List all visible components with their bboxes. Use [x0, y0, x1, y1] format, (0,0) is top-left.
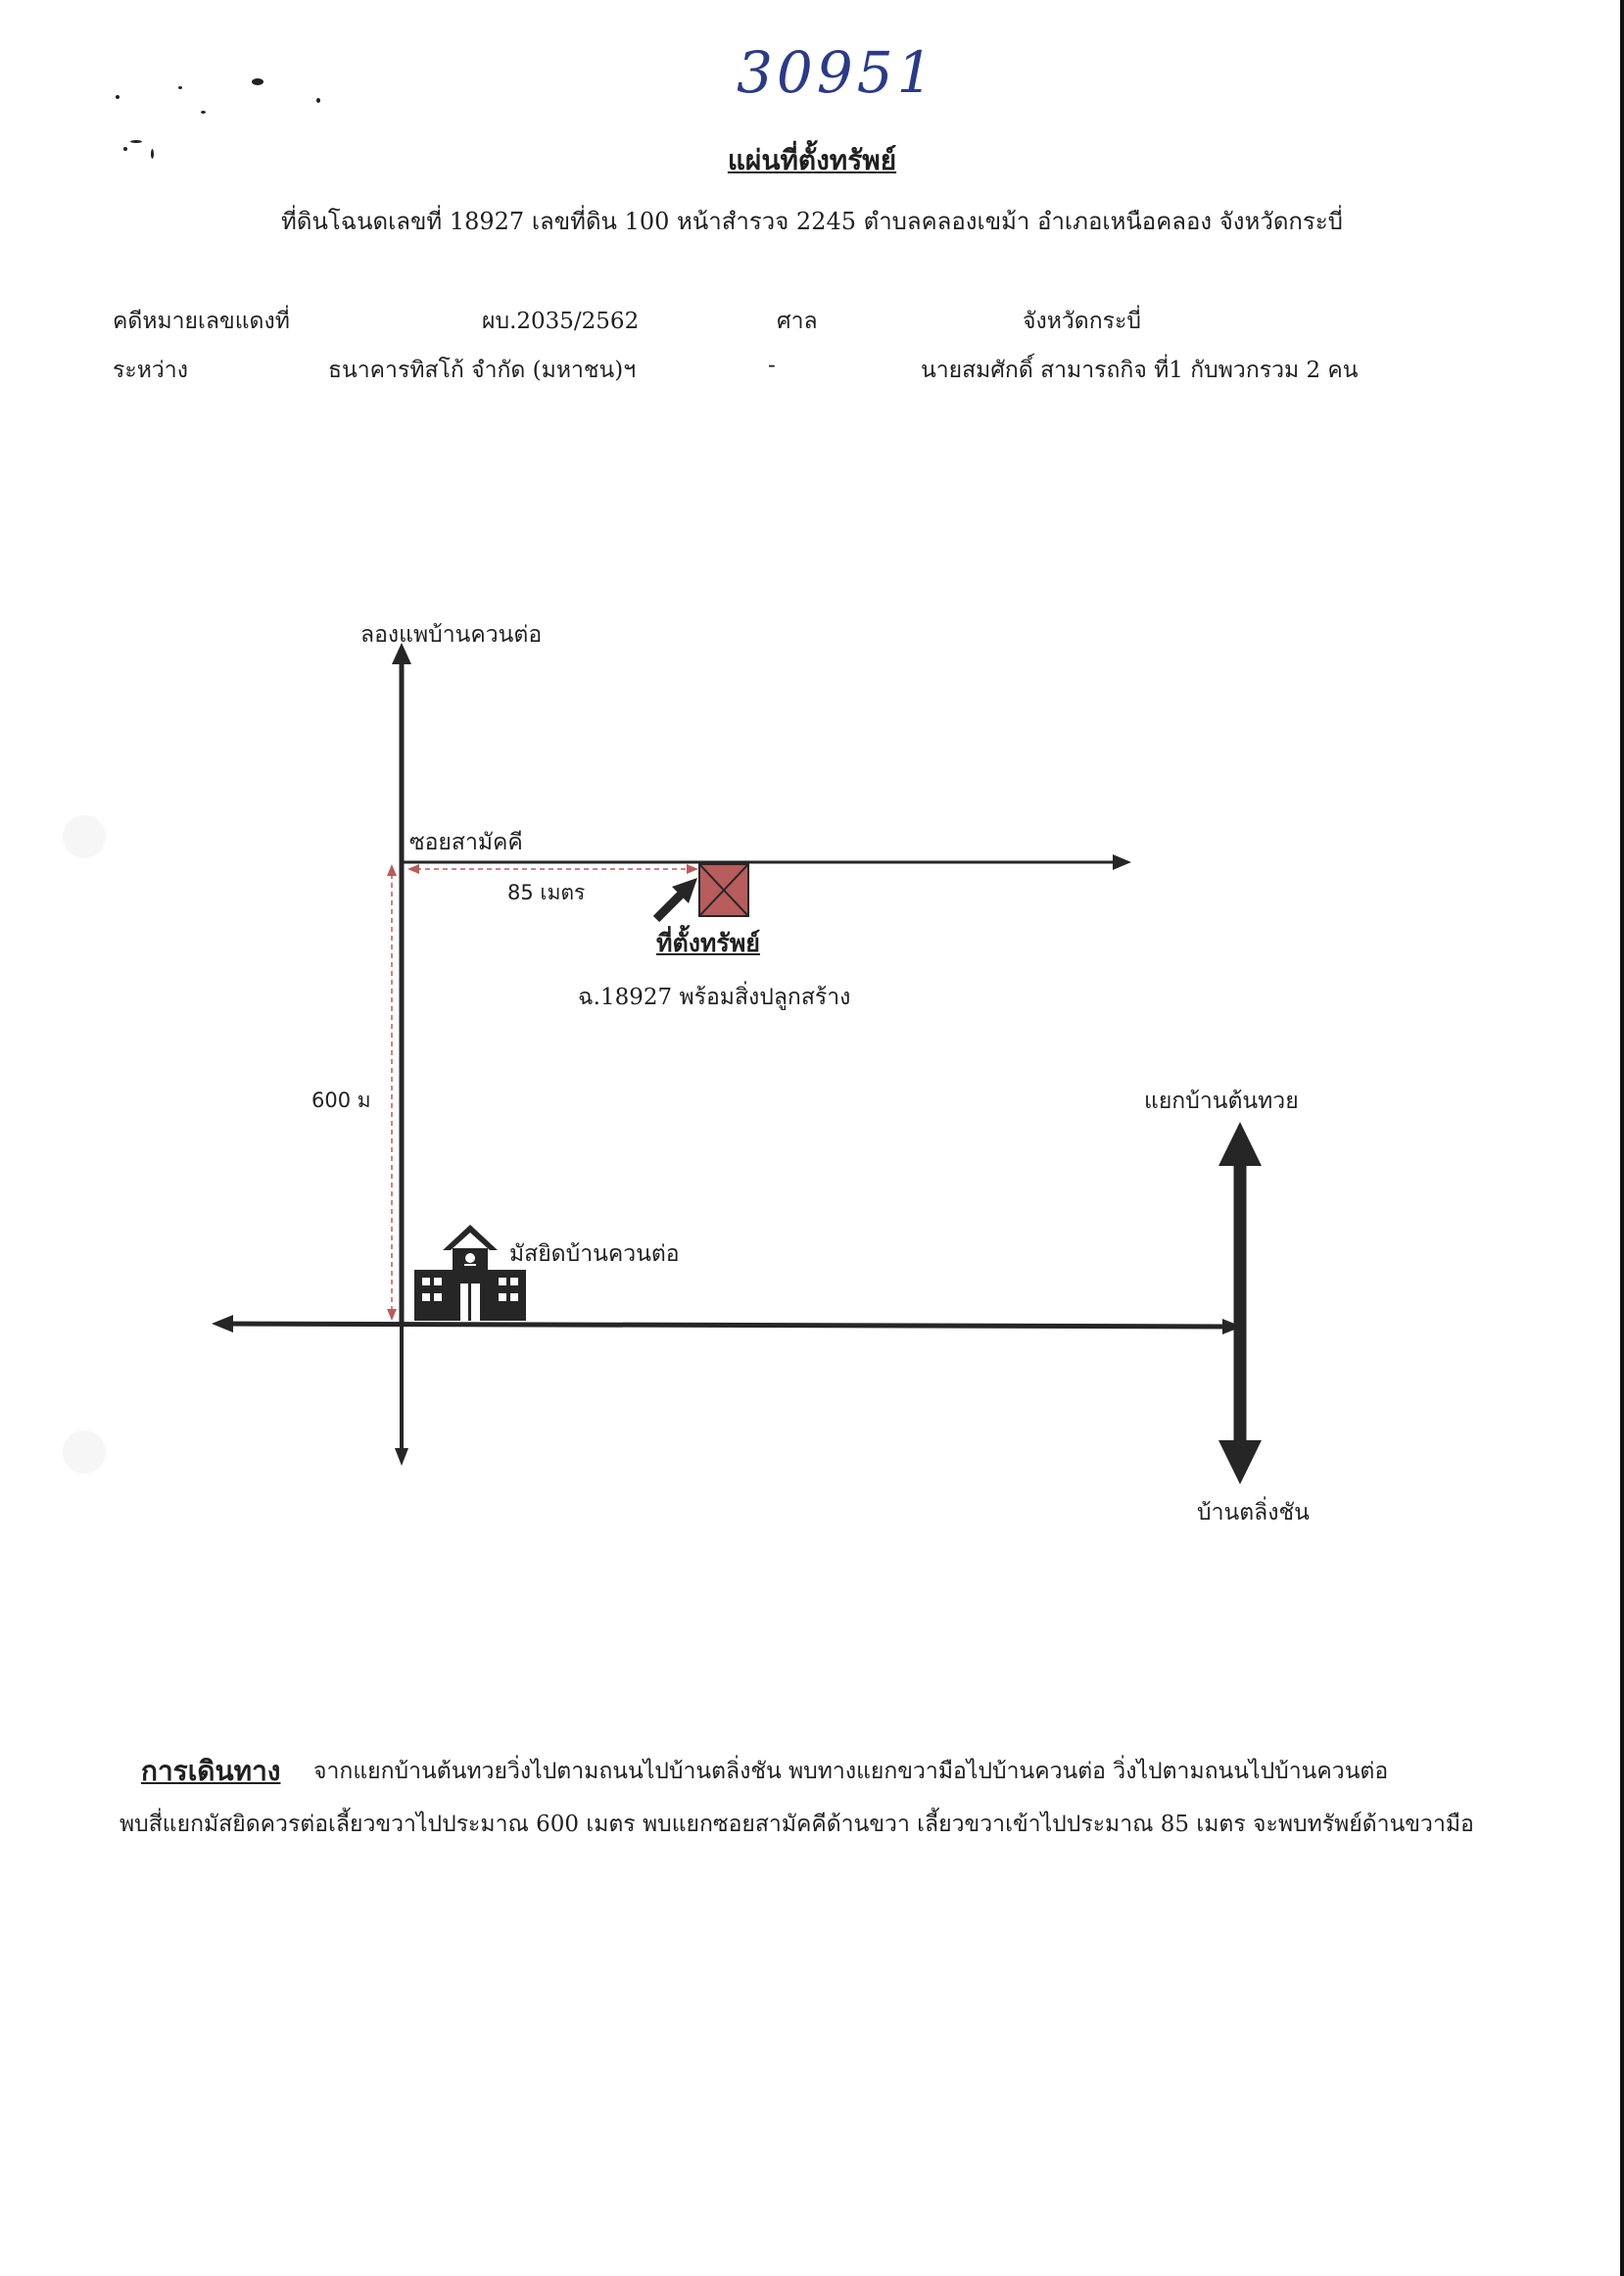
- page-title: แผ่นที่ตั้งทรัพย์: [727, 144, 897, 176]
- case-number: ผบ.2035/2562: [482, 309, 640, 334]
- punch-hole: [63, 815, 106, 858]
- plaintiff: ธนาคารทิสโก้ จำกัด (มหาชน)ฯ: [328, 358, 637, 383]
- mosque-icon: [414, 1225, 526, 1321]
- mosque-label: มัสยิดบ้านควนต่อ: [509, 1241, 680, 1267]
- main-road: [212, 1315, 1242, 1334]
- court-label: ศาล: [777, 309, 818, 334]
- punch-hole: [63, 1430, 106, 1474]
- scan-edge: [1620, 0, 1624, 2276]
- court-value: จังหวัดกระบี่: [1023, 309, 1141, 334]
- parties-label: ระหว่าง: [113, 358, 188, 383]
- handwritten-number: 30951: [737, 39, 937, 106]
- junction-label: แยกบ้านต้นทวย: [1144, 1089, 1299, 1114]
- distance-85m-label: 85 เมตร: [507, 881, 586, 904]
- travel-heading: การเดินทาง: [141, 1755, 281, 1787]
- junction-road: [1218, 1122, 1262, 1484]
- property-marker-icon: [698, 863, 749, 917]
- soi-road: [404, 854, 1131, 870]
- property-title: ที่ตั้งทรัพย์: [656, 929, 760, 957]
- travel-line-1: จากแยกบ้านต้นทวยวิ่งไปตามถนนไปบ้านตลิ่งช…: [313, 1759, 1389, 1784]
- property-description: ฉ.18927 พร้อมสิ่งปลูกสร้าง: [578, 985, 851, 1010]
- defendant: นายสมศักดิ์ สามารถกิจ ที่1 กับพวกรวม 2 ค…: [921, 358, 1359, 383]
- distance-600m-label: 600 ม: [311, 1089, 371, 1112]
- road-to-khuan-to: [392, 643, 411, 1325]
- parties-separator: -: [768, 353, 776, 378]
- travel-line-2: พบสี่แยกมัสยิดควรต่อเลี้ยวขวาไปประมาณ 60…: [119, 1812, 1474, 1837]
- south-destination-label: บ้านตลิ่งชัน: [1197, 1500, 1310, 1525]
- dimension-600m: [387, 864, 397, 1321]
- pointer-arrow-icon: [652, 878, 697, 923]
- soi-label: ซอยสามัคคี: [409, 830, 523, 855]
- dimension-85m: [407, 864, 698, 874]
- deed-description: ที่ดินโฉนดเลขที่ 18927 เลขที่ดิน 100 หน้…: [281, 208, 1343, 235]
- north-destination-label: ลองแพบ้านควนต่อ: [360, 622, 543, 648]
- case-number-label: คดีหมายเลขแดงที่: [113, 309, 290, 334]
- road-stub-south: [395, 1325, 408, 1466]
